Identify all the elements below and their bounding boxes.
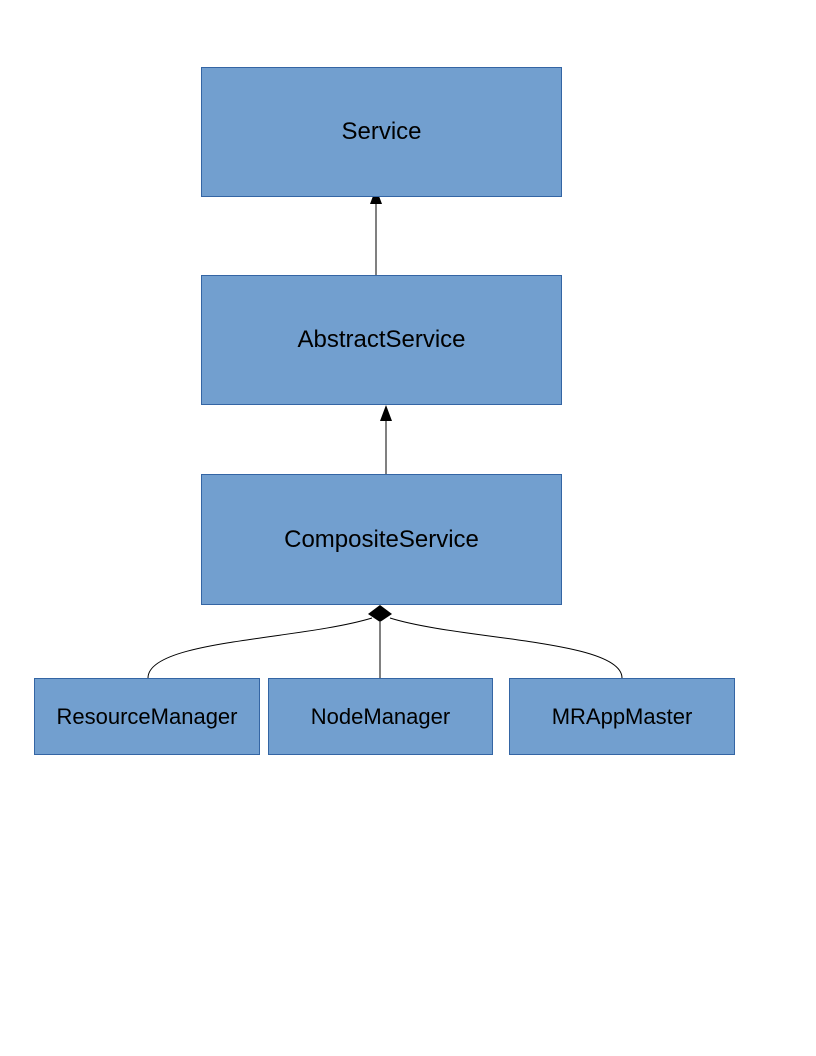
arrowhead-abstractservice [380,405,392,421]
abstract-service-box: AbstractService [201,275,562,405]
abstract-service-label: AbstractService [297,326,466,353]
composite-service-label: CompositeService [284,525,479,553]
node-manager-label: NodeManager [310,703,451,729]
edge-mrappmaster-to-compositeservice [389,617,623,679]
service-box: Service [201,67,562,197]
mr-app-master-box: MRAppMaster [509,678,735,755]
mr-app-master-label: MRAppMaster [551,703,693,729]
aggregation-diamond [368,605,392,622]
composite-service-box: CompositeService [201,474,562,605]
node-manager-box: NodeManager [268,678,493,755]
edge-resourcemanager-to-compositeservice [147,617,373,679]
resource-manager-box: ResourceManager [34,678,260,755]
resource-manager-label: ResourceManager [56,703,238,729]
service-label: Service [341,118,422,145]
